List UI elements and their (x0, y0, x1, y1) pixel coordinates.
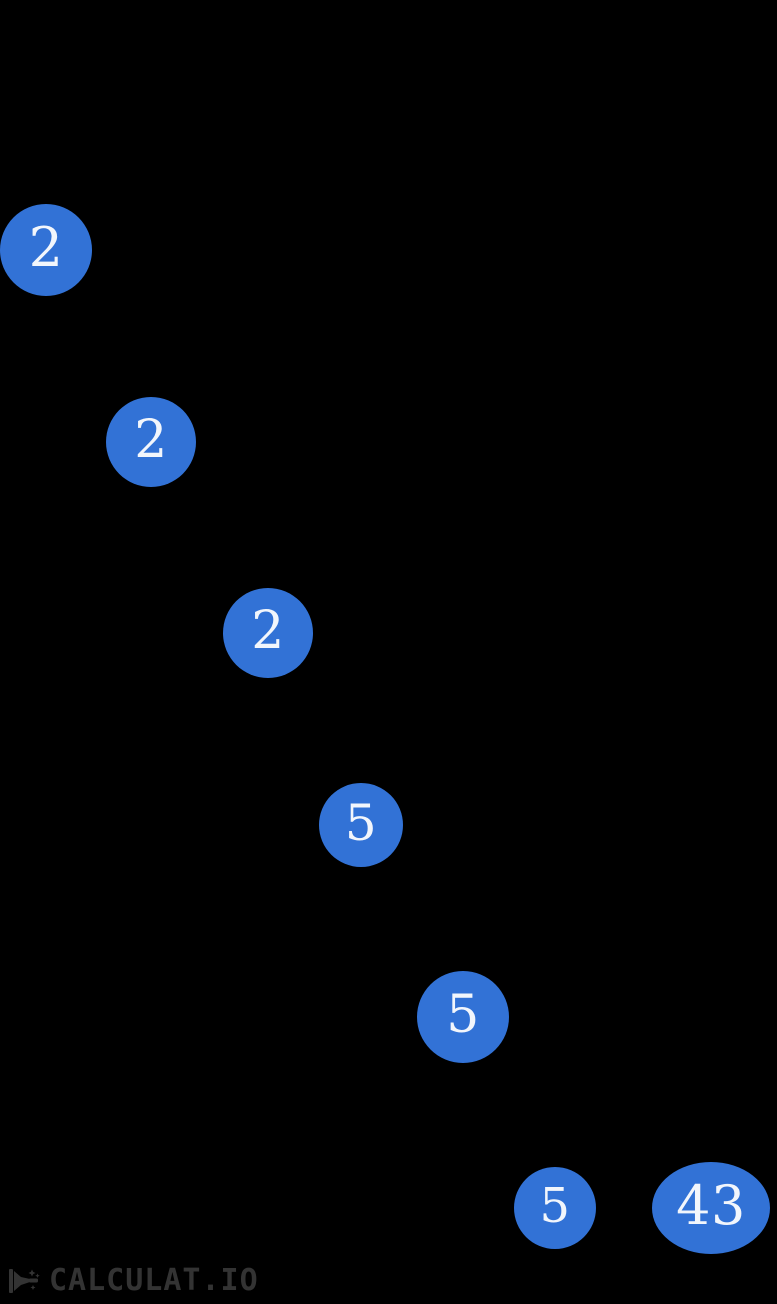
factor-node: 5 (514, 1167, 596, 1249)
factor-node-label: 2 (28, 216, 64, 279)
watermark: CALCULAT.IO (8, 1264, 259, 1298)
watermark-text: CALCULAT.IO (49, 1263, 259, 1298)
factor-node-label: 2 (134, 410, 168, 470)
factor-node: 2 (223, 588, 313, 678)
factor-node-label: 2 (251, 601, 285, 661)
factor-node-label: 43 (676, 1174, 746, 1237)
factor-node-label: 5 (539, 1178, 571, 1234)
factor-node: 43 (652, 1162, 770, 1254)
factor-node: 2 (0, 204, 92, 296)
factor-node-label: 5 (344, 794, 378, 852)
factor-node: 5 (417, 971, 509, 1063)
factor-node: 5 (319, 783, 403, 867)
factor-node-label: 5 (446, 985, 480, 1045)
calculatio-logo-icon (9, 1269, 40, 1293)
factor-node: 2 (106, 397, 196, 487)
